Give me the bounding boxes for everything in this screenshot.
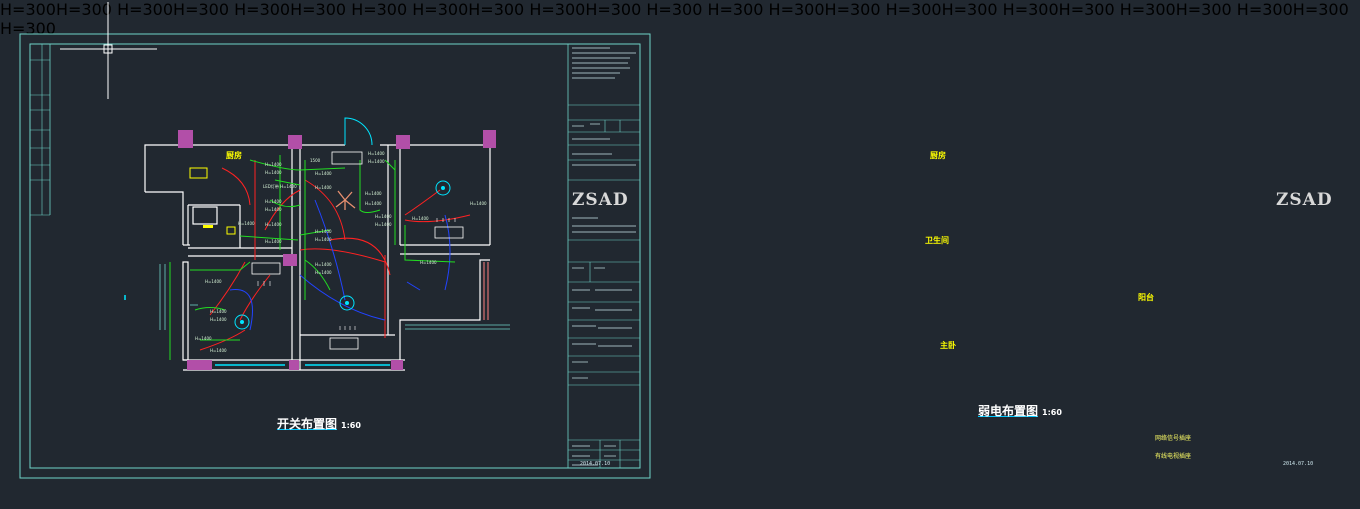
company-logo-left: ZSAD [572,190,629,210]
room-label-bathroom-right: 卫生间 [925,236,949,245]
svg-text:H=1400: H=1400 [210,317,227,322]
svg-text:H=1400: H=1400 [365,201,382,206]
svg-text:H=1400: H=1400 [315,237,332,242]
sheet-scale-left: 1:60 [341,421,361,430]
svg-text:H=1400: H=1400 [195,336,212,341]
svg-text:H=1400: H=1400 [375,214,392,219]
svg-text:LED灯带 H=1400: LED灯带 H=1400 [263,183,297,189]
svg-text:H=1400: H=1400 [315,185,332,190]
svg-text:H=1400: H=1400 [315,171,332,176]
svg-text:H=1400: H=1400 [265,239,282,244]
svg-text:H=1400: H=1400 [265,222,282,227]
title-block-text-left [572,47,636,466]
svg-text:H=1400: H=1400 [265,162,282,167]
svg-text:H=1400: H=1400 [412,216,429,221]
svg-text:H=1400: H=1400 [265,199,282,204]
svg-text:H=1400: H=1400 [238,221,255,226]
svg-text:H=1400: H=1400 [368,151,385,156]
svg-text:H=1400: H=1400 [205,279,222,284]
room-label-master-bedroom-right: 主卧 [940,341,956,350]
svg-text:H=1400: H=1400 [265,170,282,175]
legend-text-network-socket: 网络信号插座 [1155,435,1192,442]
svg-text:H=1400: H=1400 [315,270,332,275]
svg-text:H=1400: H=1400 [210,309,227,314]
sheet-frame-left [19,33,651,479]
svg-text:H=1400: H=1400 [315,262,332,267]
svg-text:1500: 1500 [310,158,321,163]
company-logo-right: ZSAD [1276,190,1333,210]
legend-text-tv-socket: 有线电视插座 [1155,453,1192,460]
drawing-date-left: 2014.07.10 [580,461,611,467]
drawing-date-right: 2014.07.10 [1283,461,1314,467]
svg-text:H=1400: H=1400 [365,191,382,196]
ceiling-fan-icon [335,190,356,210]
sheet-title-right-text: 弱电布置图 [978,404,1039,418]
svg-text:H=1400: H=1400 [470,201,487,206]
room-label-kitchen-left: 厨房 [226,151,242,160]
svg-text:H=1400: H=1400 [368,159,385,164]
svg-text:H=1400: H=1400 [210,348,227,353]
floor-plan-right: H=300H=300 H=300H=300 H=300H=300 H=300 H… [0,0,1349,38]
cad-crosshair-icon [60,2,157,99]
svg-text:H=1400: H=1400 [420,260,437,265]
svg-text:H=1400: H=1400 [315,229,332,234]
svg-text:H=1400: H=1400 [375,222,392,227]
svg-text:H=1400: H=1400 [265,207,282,212]
room-label-balcony-right: 阳台 [1138,293,1154,302]
sheet-scale-right: 1:60 [1042,408,1062,417]
sheet-title-left-text: 开关布置图 [277,417,338,431]
room-label-kitchen-right: 厨房 [930,151,946,160]
